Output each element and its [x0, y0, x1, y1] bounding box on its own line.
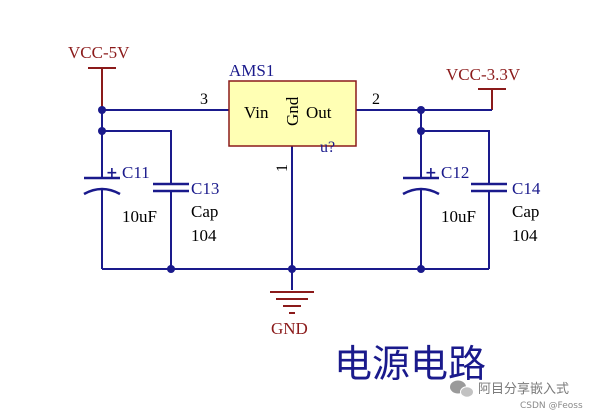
junction-dot — [98, 106, 106, 114]
vcc-3v3-symbol: VCC-3.3V — [446, 65, 521, 110]
ic-part-label: u? — [320, 139, 335, 156]
wire-c13-top — [102, 130, 172, 184]
c14-name: C14 — [512, 179, 541, 198]
ic-pin-out-label: Out — [306, 103, 332, 122]
ic-pin-gnd-label: Gnd — [283, 96, 302, 126]
capacitor-c11: + C11 10uF — [83, 163, 157, 226]
vcc-5v-symbol: VCC-5V — [68, 43, 130, 110]
wechat-icon — [450, 380, 474, 398]
pin-1-number: 1 — [274, 164, 291, 172]
capacitor-c13: C13 Cap 104 — [153, 179, 219, 245]
junction-dot — [288, 265, 296, 273]
watermark: 阿目分享嵌入式 CSDN @Feoss — [450, 380, 583, 411]
c13-name: C13 — [191, 179, 219, 198]
pin-2-number: 2 — [372, 91, 380, 108]
junction-dot — [417, 106, 425, 114]
watermark-text: 阿目分享嵌入式 — [478, 381, 569, 397]
c12-name: C12 — [441, 163, 469, 182]
credit-text: CSDN @Feoss — [520, 401, 583, 411]
junctions — [98, 106, 425, 273]
junction-dot — [417, 127, 425, 135]
c14-value: 104 — [512, 226, 538, 245]
c11-name: C11 — [122, 163, 150, 182]
c11-value: 10uF — [122, 207, 157, 226]
c11-plate-curved — [83, 187, 121, 196]
ground-symbol — [270, 291, 314, 314]
vcc-5v-label: VCC-5V — [68, 43, 130, 62]
c14-type: Cap — [512, 202, 539, 221]
c12-plate-curved — [402, 187, 440, 196]
circuit-caption: 电源电路 — [334, 342, 486, 386]
c12-value: 10uF — [441, 207, 476, 226]
c13-type: Cap — [191, 202, 218, 221]
junction-dot — [417, 265, 425, 273]
vcc-3v3-label: VCC-3.3V — [446, 65, 521, 84]
c13-value: 104 — [191, 226, 217, 245]
wire-c14-top — [421, 130, 490, 184]
c12-polarity: + — [425, 165, 437, 181]
junction-dot — [98, 127, 106, 135]
gnd-label: GND — [271, 319, 308, 338]
capacitor-c12: + C12 10uF — [402, 163, 476, 226]
pin-3-number: 3 — [200, 91, 208, 108]
ic-body — [228, 80, 357, 147]
ic-pin-vin-label: Vin — [244, 103, 269, 122]
capacitor-c14: C14 Cap 104 — [471, 179, 541, 245]
ic-reference: AMS1 — [229, 61, 274, 80]
junction-dot — [167, 265, 175, 273]
regulator-ic: AMS1 Vin Out Gnd u? 3 2 1 — [200, 61, 380, 172]
c11-polarity: + — [106, 165, 118, 181]
